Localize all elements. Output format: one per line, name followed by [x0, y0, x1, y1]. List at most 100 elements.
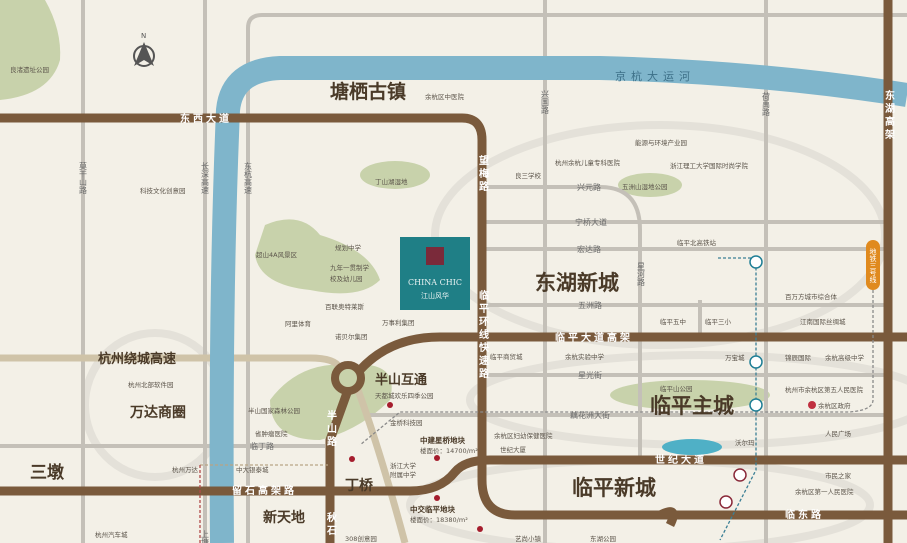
poi-label[interactable]: 九年一贯制学: [330, 263, 370, 272]
wuzhoushan-wetland-area: [618, 173, 682, 197]
poi-label[interactable]: 余杭实验中学: [565, 352, 605, 361]
metro-m-icon[interactable]: [749, 355, 763, 369]
park-area: [0, 0, 61, 100]
road-label: 世纪大道: [655, 453, 707, 466]
poi-label[interactable]: 能源与环境产业园: [635, 138, 687, 147]
poi-label[interactable]: 万宝城: [725, 353, 745, 362]
poi-label[interactable]: 临平五中: [660, 317, 686, 326]
poi-label[interactable]: 附属中学: [390, 470, 417, 479]
poi-label[interactable]: 东湖公园: [590, 534, 616, 543]
road-label: 五洲路: [578, 300, 602, 310]
poi-label[interactable]: 阿里体育: [285, 319, 312, 328]
poi-label[interactable]: 临平山公园: [660, 384, 693, 393]
poi-label[interactable]: 市民之家: [825, 471, 852, 480]
plot-name: 中建星桥地块: [420, 435, 465, 445]
road-label: 临东路: [785, 508, 824, 521]
land-plots: [349, 402, 483, 532]
road-label: 秋石: [325, 511, 338, 538]
poi-label[interactable]: 余杭区政府: [818, 401, 851, 410]
road-label: 莫干山路: [79, 161, 88, 194]
poi-label[interactable]: 良三学校: [515, 171, 542, 180]
poi-label[interactable]: 浙江理工大学国际时尚学院: [670, 161, 749, 170]
metro-m-icon[interactable]: [719, 495, 733, 509]
poi-label[interactable]: 杭州市余杭区第五人民医院: [785, 385, 864, 394]
district-label: 临平主城: [650, 393, 734, 418]
road-label: 荷禹路: [762, 91, 771, 116]
poi-label[interactable]: 省肿瘤医院: [255, 429, 288, 438]
compass-north-icon: N: [133, 32, 155, 67]
poi-label[interactable]: 良渚遗址公园: [10, 65, 49, 74]
poi-label[interactable]: 锦辰国际: [785, 353, 812, 362]
poi-label[interactable]: 校及幼儿园: [330, 274, 363, 283]
poi-label[interactable]: 杭州万达: [172, 465, 199, 474]
poi-label[interactable]: 浙江大学: [390, 461, 417, 470]
poi-label[interactable]: 余杭区妇幼保健医院: [494, 431, 553, 440]
metro-m-icon[interactable]: [749, 255, 763, 269]
road-label: 望梅路: [477, 154, 489, 194]
poi-label[interactable]: 余杭区中医院: [425, 92, 465, 101]
road-label: 长深高速: [201, 161, 210, 195]
metro-m-icon[interactable]: [733, 468, 747, 482]
poi-label[interactable]: 沃尔玛: [735, 438, 755, 447]
metro-stations: [719, 255, 763, 509]
poi-label[interactable]: 半山国家森林公园: [248, 406, 300, 415]
district-label: 万达商圈: [129, 404, 186, 421]
metro-m-icon[interactable]: [749, 398, 763, 412]
poi-label[interactable]: 丁山湖湿地: [375, 177, 408, 186]
poi-label[interactable]: 308创意园: [345, 534, 377, 543]
poi-label[interactable]: 艺尚小镇: [515, 534, 542, 543]
road-label: 兴元路: [577, 182, 601, 192]
poi-label[interactable]: 百万方城市综合体: [785, 292, 838, 301]
grand-canal-river: [209, 56, 907, 543]
canal-label: 京杭大运河: [615, 69, 695, 83]
road-label: 临平大道高架: [555, 331, 633, 344]
poi-label[interactable]: 杭州北部软件园: [128, 380, 174, 389]
poi-label[interactable]: 人民广场: [825, 429, 852, 438]
district-label: 丁桥: [345, 477, 374, 494]
poi-label[interactable]: 天都城欢乐四季公园: [375, 391, 434, 400]
road-label: 东杭高速: [244, 161, 253, 195]
road-label: 上塘: [201, 530, 210, 543]
district-label: 东湖新城: [535, 270, 619, 295]
poi-label[interactable]: 临平商贸城: [490, 352, 523, 361]
poi-label[interactable]: 科技文化创意园: [140, 186, 186, 195]
poi-label[interactable]: 杭州汽车城: [95, 530, 128, 539]
lake-area: [662, 439, 722, 455]
poi-label[interactable]: 江南国际丝绸城: [800, 317, 846, 326]
road-label: 东湖高架: [883, 89, 896, 142]
poi-labels: 良渚遗址公园 科技文化创意园 丁山湖湿地 余杭区中医院 超山4A风景区 规划中学…: [10, 65, 865, 543]
metro-lines: [199, 257, 874, 543]
svg-text:N: N: [141, 32, 146, 40]
poi-label[interactable]: 万事利集团: [382, 318, 415, 327]
poi-label[interactable]: 百联奥特莱斯: [325, 302, 365, 311]
road-label: 杭州绕城高速: [98, 351, 176, 367]
chaoshan-area: [255, 219, 380, 294]
road-label: 东西大道: [180, 112, 232, 125]
linping-hill-park-area: [610, 380, 770, 410]
poi-label[interactable]: 五洲山湿地公园: [622, 182, 668, 191]
district-label: 临平新城: [572, 475, 656, 500]
government-star-icon: [808, 401, 816, 409]
poi-label[interactable]: 超山4A风景区: [256, 250, 298, 259]
poi-label[interactable]: 临平北高铁站: [677, 238, 717, 247]
poi-label[interactable]: 杭州余杭儿童专科医院: [555, 158, 621, 167]
poi-label[interactable]: 世纪大厦: [500, 445, 527, 454]
plot-name: 中交临平地块: [410, 504, 455, 514]
project-logo[interactable]: CHINA CHIC 江山风华: [400, 237, 470, 310]
poi-label[interactable]: 临平三小: [705, 317, 732, 326]
poi-label[interactable]: 余杭区第一人民医院: [795, 487, 854, 496]
road-label: 半山路: [325, 409, 337, 449]
metro-line3-badge: [866, 240, 880, 290]
poi-label[interactable]: 中大银泰城: [236, 465, 269, 474]
road-label: 宏达路: [577, 244, 601, 254]
district-label: 塘栖古镇: [330, 80, 406, 103]
district-label: 新天地: [263, 509, 305, 526]
poi-label[interactable]: 规划中学: [335, 243, 362, 252]
district-label: 三墩: [30, 462, 65, 483]
poi-label[interactable]: 金桥科技园: [390, 418, 423, 427]
poi-label[interactable]: 诺贝尔集团: [335, 332, 368, 341]
poi-label[interactable]: 余杭高级中学: [825, 353, 865, 362]
dingshan-wetland-area: [360, 161, 430, 189]
